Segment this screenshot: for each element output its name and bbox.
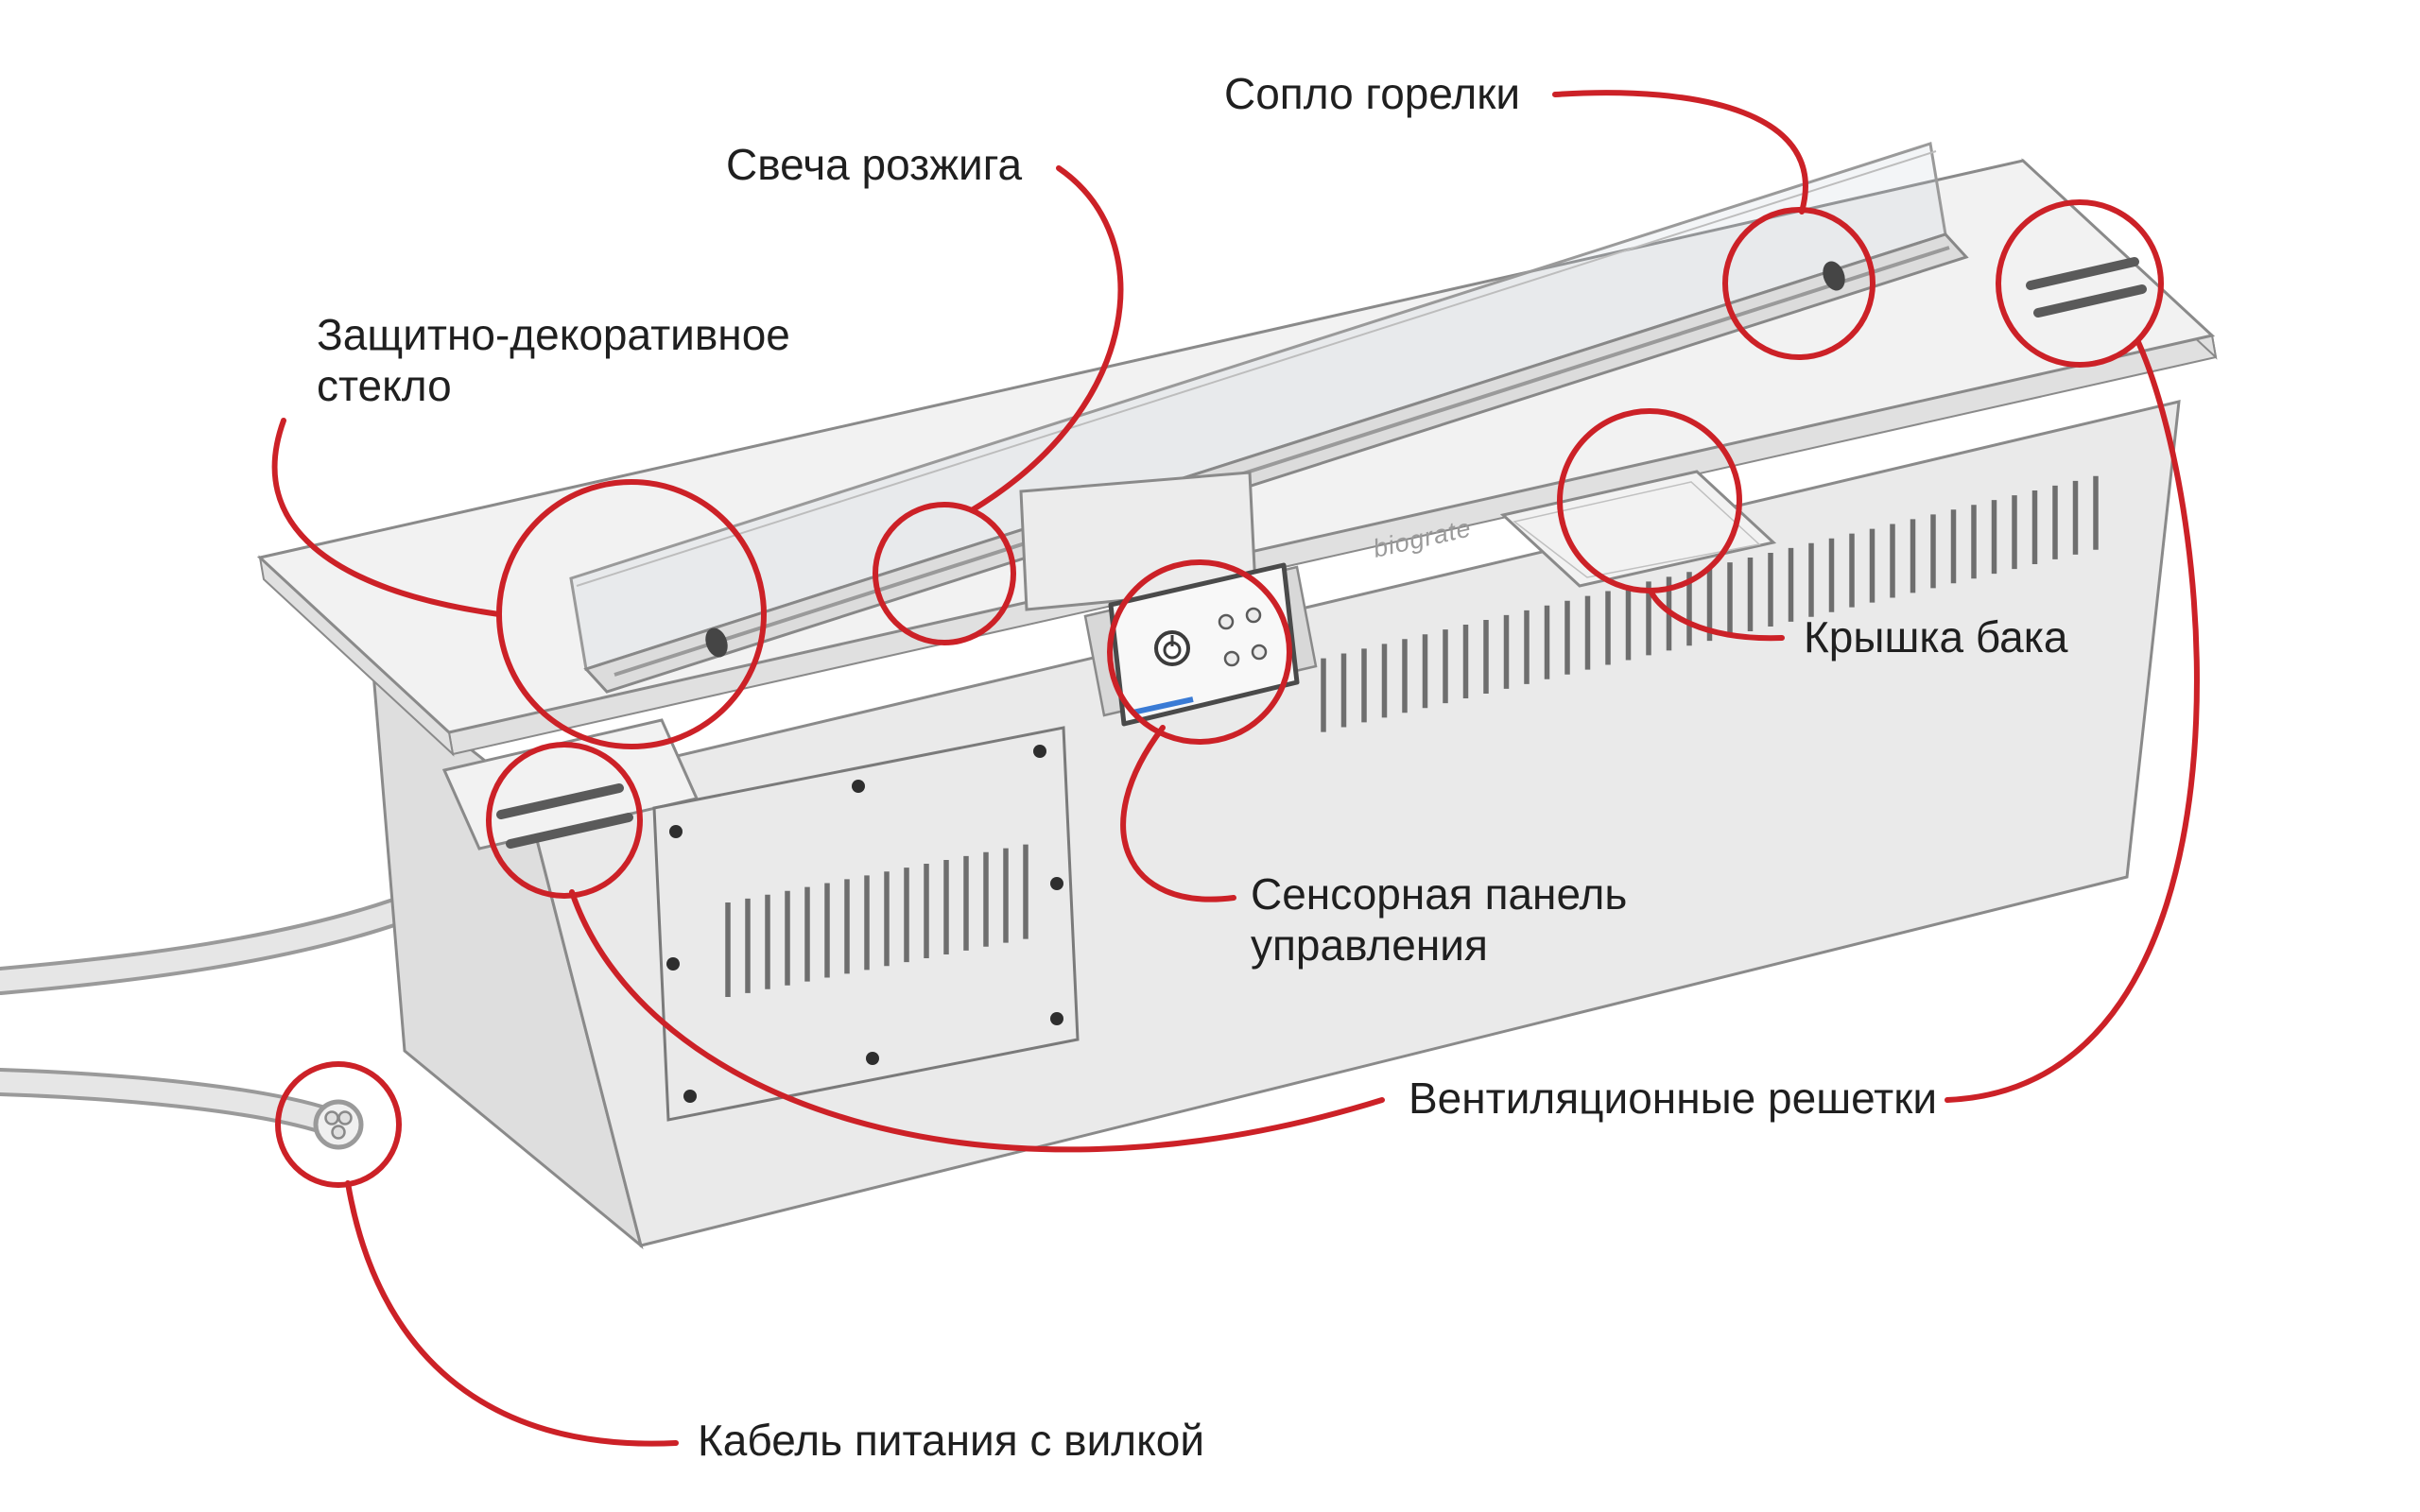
- label-touch-panel-line2: управления: [1251, 920, 1488, 970]
- panel-buttons: [1218, 607, 1268, 667]
- top-face: [256, 159, 2216, 734]
- annotation-circle-touch-panel: [1107, 559, 1292, 745]
- connector-nozzle: [1552, 90, 1808, 215]
- annotation-circle-vent-left: [486, 742, 643, 899]
- label-ventilation-grilles: Вентиляционные решетки: [1409, 1074, 1937, 1123]
- access-panel-slots: [725, 844, 1028, 997]
- connector-vent-right: [1945, 339, 2200, 1103]
- vent-grille-left: [496, 783, 633, 849]
- label-power-cable: Кабель питания с вилкой: [698, 1416, 1204, 1465]
- screw: [866, 1052, 879, 1065]
- connector-touch-panel: [1120, 725, 1236, 902]
- label-touch-panel-line1: Сенсорная панель: [1251, 869, 1627, 919]
- connector-ignition: [969, 165, 1124, 513]
- device-body: biograte: [256, 142, 2218, 1250]
- vent-grille-right: [2026, 257, 2147, 318]
- labels: Сопло горелки Свеча розжига Защитно-деко…: [317, 69, 2068, 1465]
- label-tank-lid: Крышка бака: [1804, 612, 2068, 662]
- label-protective-glass-line2: стекло: [317, 361, 452, 410]
- screw: [669, 825, 683, 838]
- power-button-icon: [1154, 630, 1190, 666]
- annotation-circle-cable: [275, 1061, 402, 1188]
- screw: [1050, 877, 1063, 890]
- access-panel-screws: [666, 745, 1063, 1103]
- ignition-plug: [705, 627, 728, 658]
- connector-vent-left: [569, 889, 1385, 1153]
- screw: [666, 957, 680, 971]
- screw: [683, 1090, 697, 1103]
- label-protective-glass-line1: Защитно-декоративное: [317, 310, 790, 359]
- touch-panel: [1108, 562, 1300, 727]
- screw: [1050, 1012, 1063, 1025]
- label-burner-nozzle: Сопло горелки: [1224, 69, 1520, 118]
- burner-nozzle: [1823, 261, 1845, 291]
- burner-rail: [583, 232, 1969, 694]
- label-ignition-plug: Свеча розжига: [726, 140, 1023, 189]
- power-cable: [0, 898, 409, 1135]
- cable-cross-section: [313, 1099, 364, 1150]
- connector-glass: [271, 418, 502, 617]
- screw: [1033, 745, 1046, 758]
- access-panel: [652, 726, 1080, 1122]
- control-panel-assembly: [1019, 471, 1318, 727]
- tank-lid: [1499, 470, 1777, 588]
- connector-cable: [345, 1180, 679, 1447]
- annotation-circle-ignition: [873, 502, 1016, 645]
- screw: [852, 780, 865, 793]
- annotations: [271, 90, 2200, 1447]
- annotation-circle-nozzle: [1722, 207, 1876, 360]
- annotation-circle-vent-right: [1996, 199, 2164, 368]
- panel-indicator: [1132, 696, 1194, 715]
- connector-tank-lid: [1649, 590, 1785, 642]
